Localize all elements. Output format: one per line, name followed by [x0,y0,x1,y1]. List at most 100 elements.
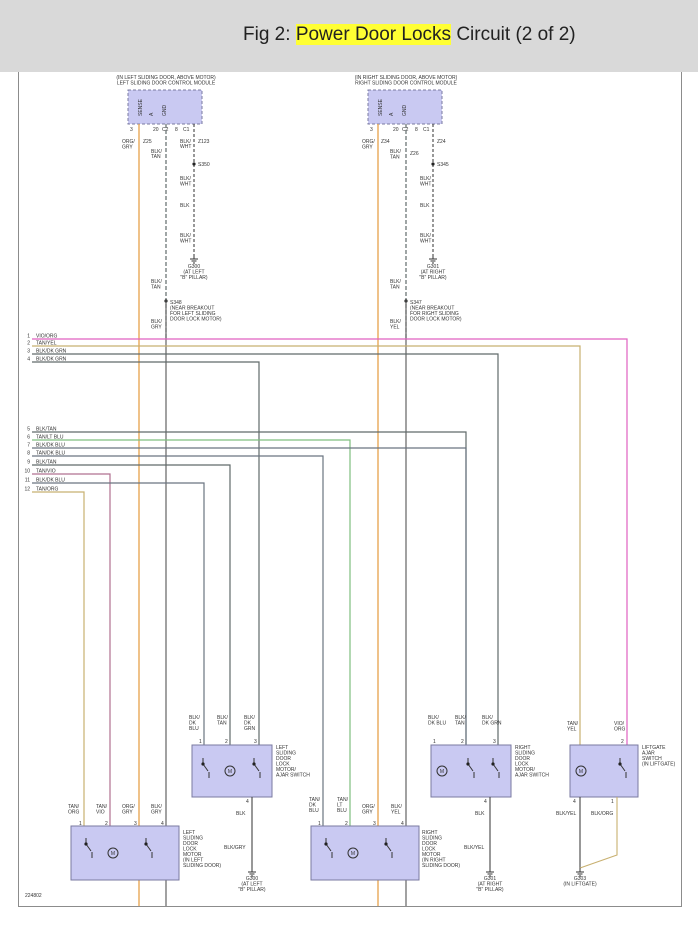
bus-wire-2 [32,345,581,745]
label-left-blk-wht: BLK/ [180,139,191,145]
module-right-pinnum: C1 [423,127,430,133]
liftgate-pin2: 2 [621,739,624,745]
motor-right-lbl1: BLU [309,808,319,814]
label-s348: FOR LEFT SLIDING [170,311,216,317]
motor-left-lbl4: GRY [151,810,162,816]
figure-id: 224802 [25,893,42,899]
bus-label-8: TAN/DK BLU [36,451,65,457]
bus-wire-6 [32,439,351,826]
motor-left-caption: LOCK [183,847,197,853]
bus-num-11: 11 [25,478,30,484]
label-left-z25: Z25 [143,139,152,145]
label-right-z24: Z24 [437,139,446,145]
label-left-blk-gry: GRY [151,325,162,331]
ajar-left-lbl3: DK [244,721,252,727]
ajar-right-motor-icon [436,765,448,777]
ajar-left-motor-icon-letter: M [228,769,232,775]
label-left-blk-wht-b: WHT [180,144,191,150]
module-left-pin-sense: SENSE [138,98,144,116]
module-right-pinnum: 8 [415,127,418,133]
motor-left-caption: (IN LEFT [183,858,203,864]
figure-title: Fig 2: Power Door Locks Circuit (2 of 2) [243,24,576,46]
label-s345: S345 [437,162,449,168]
ajar-right-switch-b-pivot [491,762,495,766]
bus-num-5: 5 [27,427,30,433]
motor-left-pin: 3 [134,821,137,827]
ajar-right-lbl3: DK GRN [482,721,502,727]
motor-right-icon [347,847,359,859]
motor-right-lbl4: BLK/ [391,804,402,810]
motor-left-box [70,825,180,881]
ajar-right-lbl1: DK BLU [428,721,446,727]
ajar-right-caption: MOTOR/ [515,767,536,773]
bus-wire-11 [32,482,205,745]
header-bar: Fig 2: Power Door Locks Circuit (2 of 2) [0,0,698,72]
label-right-blk-tan-2: BLK/ [390,279,401,285]
label-right-blk-yel: YEL [390,325,400,331]
ajar-left-caption: MOTOR/ [276,767,297,773]
ajar-right-lbl1: BLK/ [428,715,439,721]
label-g301-upper: G301 [427,264,439,270]
module-left-box [127,89,203,125]
splice-s345 [431,162,435,166]
label-s350: S350 [198,162,210,168]
ajar-right-switch-a-pivot [466,762,470,766]
motor-right-lbl4: YEL [391,810,401,816]
motor-left-pin: 4 [161,821,164,827]
title-prefix: Fig 2: [243,24,296,45]
motor-right-icon-letter: M [351,851,355,857]
bus-wire-1 [32,338,628,745]
motor-right-lbl3: ORG/ [362,804,375,810]
bus-label-7: BLK/DK BLU [36,443,65,449]
liftgate-lbl2: VIO/ [614,721,625,727]
motor-left-lbl1: TAN/ [68,804,80,810]
label-right-org-gry: GRY [362,145,373,151]
bus-num-6: 6 [27,435,30,441]
ajar-left-caption: SLIDING [276,751,296,757]
ajar-right-pin: 2 [461,739,464,745]
ajar-right-motor-icon-letter: M [440,769,444,775]
bus-wire-9 [32,464,231,745]
motor-left-pin: 1 [79,821,82,827]
motor-left-lbl3: GRY [122,810,133,816]
label-left-org-gry: GRY [122,145,133,151]
liftgate-box [569,744,639,798]
liftgate-switch-pivot [618,762,622,766]
bus-num-8: 8 [27,451,30,457]
label-left-blk-wht-2: WHT [180,182,191,188]
motor-right-caption: MOTOR [422,852,441,858]
label-s348: S348 [170,300,182,306]
module-right-caption: RIGHT SLIDING DOOR CONTROL MODULE [355,81,457,87]
ajar-right-pin: 3 [493,739,496,745]
label-right-blk-tan: TAN [390,155,400,161]
bus-num-4: 4 [27,357,30,363]
ajar-right-pin: 1 [433,739,436,745]
motor-right-caption: (IN RIGHT [422,858,446,864]
label-left-blk-gry: BLK/ [151,319,162,325]
label-left-blk-wht-2: BLK/ [180,176,191,182]
ajar-left-wire-label: BLK [236,811,246,817]
ajar-right-ground-label: (AT RIGHT [478,882,503,888]
label-s347: (NEAR BREAKOUT [410,306,454,312]
motor-right-pin: 1 [318,821,321,827]
label-right-blk-wht-2: BLK/ [420,233,431,239]
ajar-left-motor-icon [224,765,236,777]
motor-right-lbl2: TAN/ [337,797,349,803]
ajar-left-switch-b-pivot [252,762,256,766]
label-right-z26: Z26 [410,151,419,157]
module-left-caption: LEFT SLIDING DOOR CONTROL MODULE [117,81,216,87]
ajar-right-caption: RIGHT [515,745,531,751]
label-s347: FOR RIGHT SLIDING [410,311,459,317]
ajar-left-lbl3: GRN [244,726,256,732]
motor-left-icon-letter: M [111,851,115,857]
module-left-pinnum: 20 [153,127,159,133]
module-left-pin-gnd: GND [162,105,168,117]
bus-num-1: 1 [27,334,30,340]
label-right-blk-wht-2: WHT [420,239,431,245]
bus-label-4: BLK/DK GRN [36,357,67,363]
motor-left-caption: SLIDING [183,836,203,842]
label-right-blk-yel: BLK/ [390,319,401,325]
ajar-right-wire-label: BLK [475,811,485,817]
label-right-blk-tan-2: TAN [390,285,400,291]
liftgate-lbl2: ORG [614,727,626,733]
